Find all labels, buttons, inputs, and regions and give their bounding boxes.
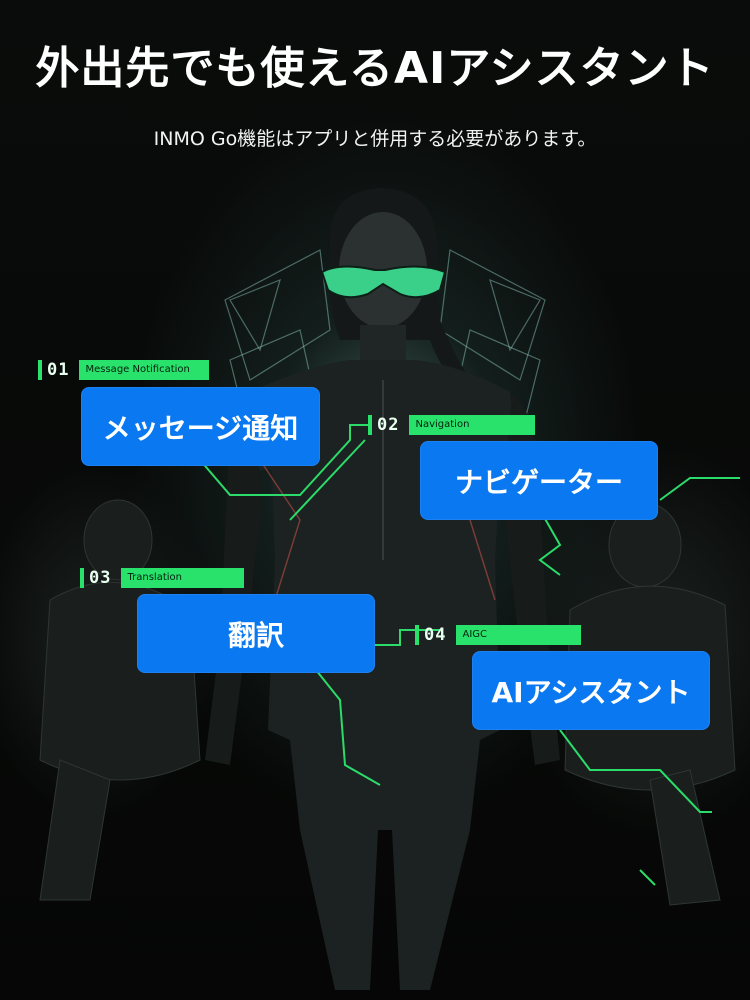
side-robot-left <box>39 499 201 901</box>
page-title: 外出先でも使えるAIアシスタント <box>35 43 715 94</box>
tag-marker <box>368 415 372 435</box>
tag-label: Translation <box>121 568 245 588</box>
tag-marker <box>38 360 42 380</box>
feature-tag-01: 01 Message Notification <box>38 360 210 380</box>
feature-bubble-translation: 翻訳 <box>137 594 375 673</box>
tag-label: AIGC <box>456 625 582 645</box>
tag-marker <box>80 568 84 588</box>
feature-tag-04: 04 AIGC <box>415 625 582 645</box>
page-subtitle: INMO Go機能はアプリと併用する必要があります。 <box>153 128 597 150</box>
tag-marker <box>415 625 419 645</box>
feature-bubble-navigation: ナビゲーター <box>420 441 658 520</box>
tag-label: Navigation <box>409 415 536 435</box>
tag-number: 02 <box>377 415 400 435</box>
tag-number: 01 <box>47 360 70 380</box>
glasses-icon <box>320 265 447 299</box>
tag-label: Message Notification <box>79 360 210 380</box>
feature-bubble-aigc: AIアシスタント <box>472 651 710 730</box>
feature-tag-02: 02 Navigation <box>368 415 536 435</box>
tag-number: 04 <box>424 625 447 645</box>
feature-bubble-message-notification: メッセージ通知 <box>81 387 320 466</box>
circuit-lines <box>199 424 740 886</box>
woman-silhouette <box>205 188 560 990</box>
feature-tag-03: 03 Translation <box>80 568 245 588</box>
tag-number: 03 <box>89 568 112 588</box>
